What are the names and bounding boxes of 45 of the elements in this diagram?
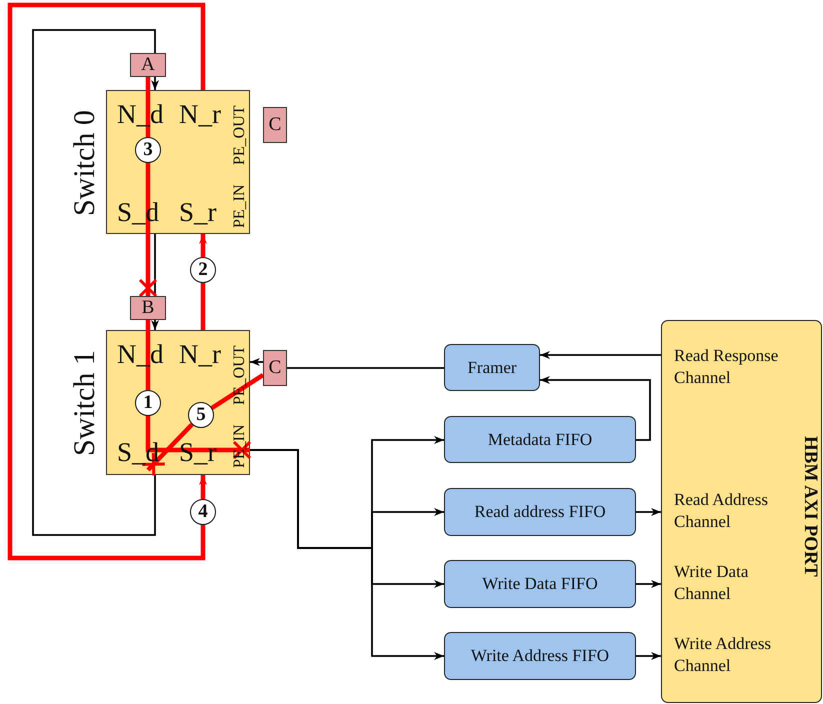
arrow <box>151 320 159 330</box>
blocked-path <box>140 422 194 478</box>
fifo-box: Write Address FIFO <box>444 632 636 680</box>
arrow <box>151 77 159 90</box>
port-label: PE_OUT <box>230 344 249 407</box>
port-label: PE_IN <box>230 423 249 470</box>
port-title: HBM AXI PORT <box>799 434 820 578</box>
line <box>200 283 206 330</box>
switch-label: Switch 0 <box>67 109 102 218</box>
arrow <box>540 351 661 359</box>
arrow <box>199 234 207 257</box>
step-number: 4 <box>190 499 216 525</box>
blocked-path <box>138 163 158 298</box>
arrow <box>250 358 263 366</box>
arrow <box>199 475 207 499</box>
port-label: PE_OUT <box>230 104 249 167</box>
fifo-box: Metadata FIFO <box>444 416 636 463</box>
arrow <box>540 376 651 441</box>
channel-label: Write Data Channel <box>674 561 750 606</box>
port-label: N_r <box>179 101 221 128</box>
port-box: A <box>130 53 166 77</box>
switch-label: Switch 1 <box>67 349 102 458</box>
channel-label: Read Address Channel <box>674 489 769 534</box>
port-box: B <box>130 296 166 320</box>
line <box>287 367 444 369</box>
port-box: C <box>263 350 287 386</box>
arrow <box>636 580 661 588</box>
line <box>210 373 264 410</box>
fifo-box: Write Data FIFO <box>444 560 636 608</box>
port-label: S_r <box>179 199 217 226</box>
arrow <box>636 652 661 660</box>
line <box>32 29 156 536</box>
line <box>154 234 156 296</box>
fifo-box: Framer <box>444 344 540 391</box>
arrow <box>250 449 444 660</box>
port-label: PE_IN <box>230 183 249 230</box>
line <box>8 2 206 560</box>
port-label: N_r <box>179 341 221 368</box>
channel-label: Write Address Channel <box>674 633 772 678</box>
port-block <box>661 320 822 703</box>
arrow <box>636 508 661 516</box>
fifo-box: Read address FIFO <box>444 488 636 536</box>
port-box: C <box>263 107 287 143</box>
step-number: 2 <box>190 257 216 283</box>
channel-label: Read Response Channel <box>674 345 780 390</box>
